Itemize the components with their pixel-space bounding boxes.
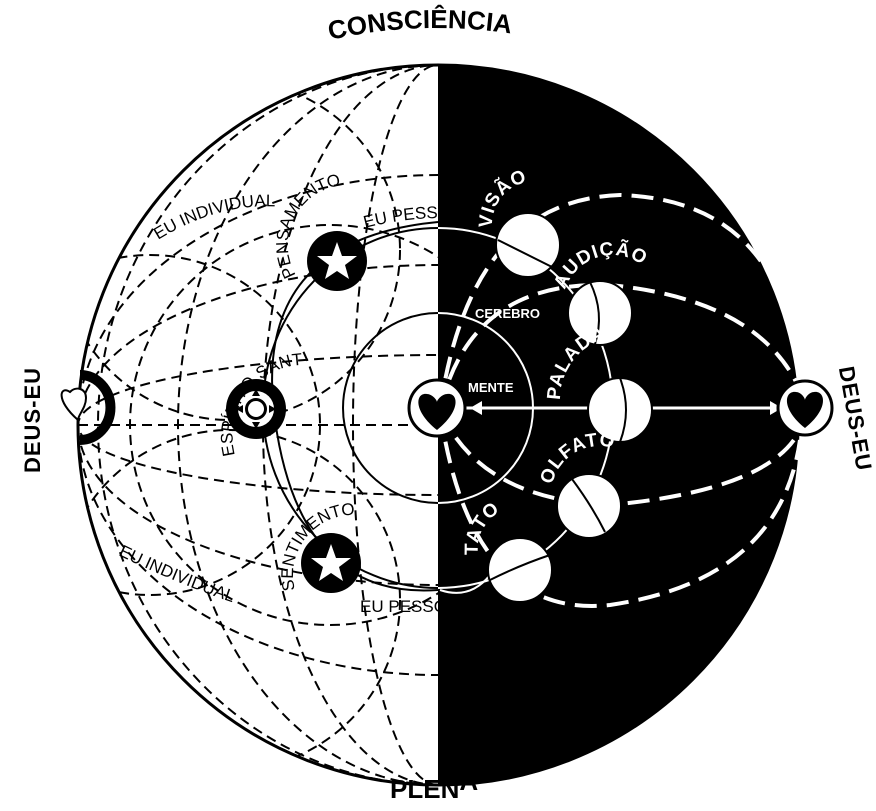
side-label-right: DEUS-EU xyxy=(834,364,876,473)
label-cerebro: CEREBRO xyxy=(475,306,540,321)
label-eu-individual-top: EU INDIVIDUAL xyxy=(150,191,275,243)
sense-ball-olfato xyxy=(557,474,621,538)
side-label-left: DEUS-EU xyxy=(20,367,45,473)
sense-ball-tato xyxy=(488,538,552,602)
sense-ball-paladar xyxy=(588,378,652,442)
label-eu-pessoal-bottom: EU PESSOAL xyxy=(360,597,468,616)
left-god-self-node xyxy=(62,375,111,440)
center-mind-node xyxy=(409,380,465,436)
title-bottom: PLENA xyxy=(390,766,478,804)
label-mente: MENTE xyxy=(468,380,514,395)
sense-ball-visao xyxy=(496,213,560,277)
title-top: CONSCIÊNCIA xyxy=(325,4,514,46)
feeling-node xyxy=(301,533,361,593)
right-god-self-node xyxy=(778,381,832,435)
heart-icon xyxy=(62,389,86,420)
thought-node xyxy=(307,231,367,291)
